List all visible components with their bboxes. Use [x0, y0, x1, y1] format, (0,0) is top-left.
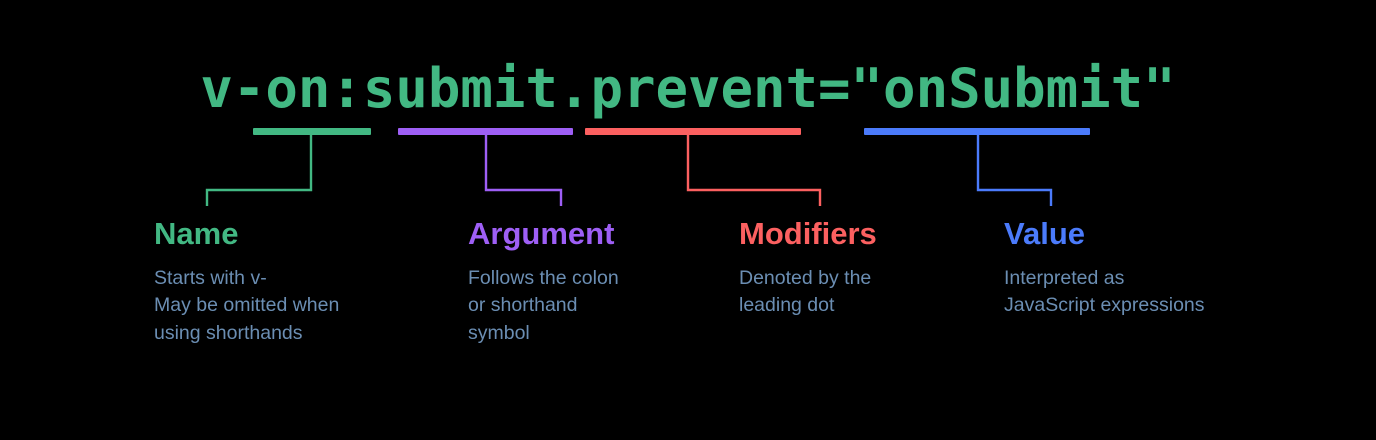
description-line: Interpreted as: [1004, 266, 1125, 289]
description-line: Starts with v-: [154, 266, 267, 289]
connector-modifiers: [686, 135, 822, 206]
segment-column-value: Value Interpreted as JavaScript expressio…: [1004, 216, 1205, 320]
description-line: symbol: [468, 321, 530, 344]
segment-description-argument: Follows the colon or shorthand symbol: [468, 265, 619, 348]
segment-title-argument: Argument: [468, 216, 615, 251]
underline-bar-modifiers: [585, 128, 801, 135]
connector-argument: [484, 135, 563, 206]
segment-description-name: Starts with v- May be omitted when using s…: [154, 265, 339, 348]
description-line: using shorthands: [154, 321, 303, 344]
description-line: or shorthand: [468, 294, 578, 317]
connector-name: [205, 135, 313, 206]
underline-bar-name: [253, 128, 371, 135]
description-line: Follows the colon: [468, 266, 619, 289]
segment-title-modifiers: Modifiers: [739, 216, 877, 251]
segment-description-modifiers: Denoted by the leading dot: [739, 265, 877, 320]
segment-description-value: Interpreted as JavaScript expressions: [1004, 265, 1205, 320]
underline-bar-value: [864, 128, 1090, 135]
connector-value: [976, 135, 1053, 206]
segment-title-value: Value: [1004, 216, 1085, 251]
description-line: JavaScript expressions: [1004, 294, 1205, 317]
segment-column-argument: Argument Follows the colon or shorthand sy…: [468, 216, 619, 348]
segment-column-name: Name Starts with v- May be omitted when us…: [154, 216, 339, 348]
underline-bar-argument: [398, 128, 573, 135]
description-line: leading dot: [739, 294, 835, 317]
description-line: May be omitted when: [154, 294, 340, 317]
segment-column-modifiers: Modifiers Denoted by the leading dot: [739, 216, 877, 320]
segment-title-name: Name: [154, 216, 239, 251]
code-expression: v-on:submit.prevent="onSubmit": [200, 57, 1176, 120]
description-line: Denoted by the: [739, 266, 872, 289]
